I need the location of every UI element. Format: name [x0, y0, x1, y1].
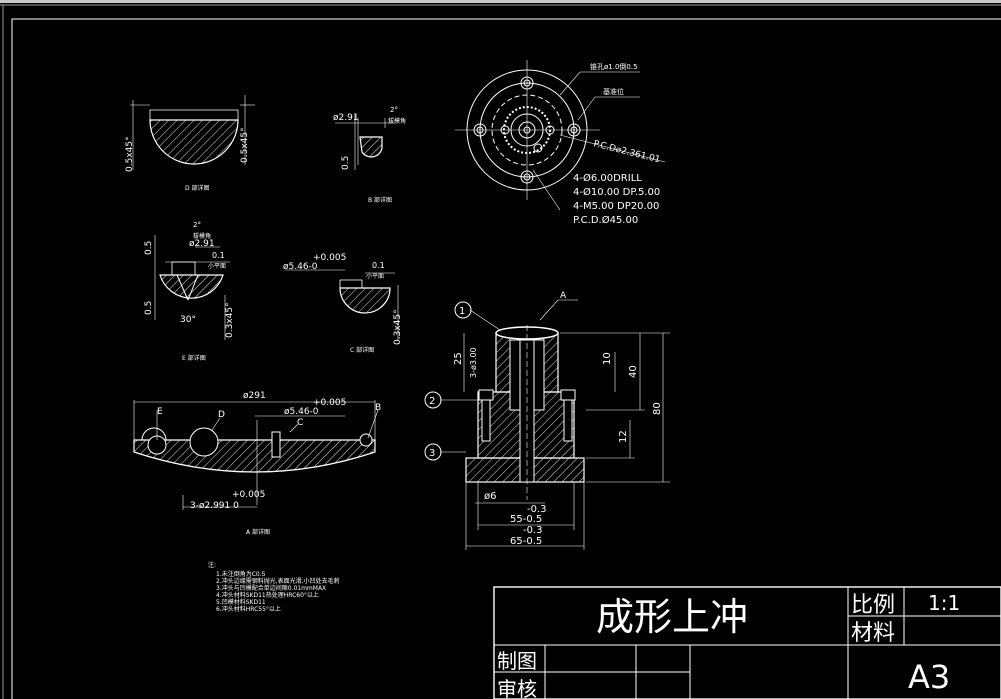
c-dim-01: 0.1 [372, 261, 385, 270]
c-dim-dia: ø5.46-0 [283, 262, 318, 272]
a-dim-tol: +0.005 [313, 398, 346, 408]
a-dim-dia: ø5.46-0 [284, 407, 319, 417]
sec-dim-12: 12 [618, 430, 629, 443]
e-dim-30: 30° [180, 315, 196, 325]
notes-line-4: 4.冲头材料SKD11热处理HRC60°以上 [216, 591, 319, 599]
notes-line-5: 5.凹模材料SKD11 [216, 598, 266, 606]
notes-block: 注: 1.未注倒角为C0.5 2.冲头边缘需钢料抛光,表面光滑,小凹处去毛刺 3… [208, 561, 340, 613]
a-bottom-tol: +0.005 [232, 490, 265, 500]
top-pcd-small: P.C.D⌀2.361.01 [592, 139, 661, 165]
sec-dim-10: 10 [602, 352, 613, 365]
e-dim-sub: 小平面 [208, 262, 226, 270]
d-dim-right: 0.5x45° [240, 127, 250, 163]
a-caption: A 部详图 [246, 528, 270, 536]
c-dim-tol: +0.005 [313, 253, 346, 263]
a-label-e: E [157, 407, 163, 417]
part-name: 成形上冲 [596, 595, 748, 639]
section-view: A 1 2 3 25 3-ø3.00 10 40 80 12 ø6 -0.3 5… [424, 291, 670, 550]
e-dim-dia: ø2.91 [189, 239, 215, 249]
title-block: 成形上冲 比例 1:1 材料 制图 审核 A3 [493, 586, 1001, 699]
notes-line-6: 6.冲头材料HRC55°以上 [216, 605, 281, 613]
a-label-c: C [297, 418, 303, 428]
e-dim-note: 拔模角 [193, 232, 211, 240]
notes-line-1: 1.未注倒角为C0.5 [216, 570, 266, 578]
drawn-label: 制图 [497, 649, 537, 673]
top-note-3: 4-M5.00 DP20.00 [573, 201, 659, 212]
e-caption: E 部详图 [182, 354, 206, 362]
window-top-bar [0, 0, 1001, 3]
sec-dim-03b: -0.3 [523, 525, 543, 536]
c-dim-sub: 小平面 [366, 272, 384, 280]
top-note-2: 4-Ø10.00 DP.5.00 [573, 186, 660, 198]
sec-dim-55: 55-0.5 [510, 514, 542, 525]
detail-a: ø291 +0.005 ø5.46-0 E D C B +0.005 3-ø2.… [133, 391, 381, 536]
top-note-1: 4-Ø6.00DRILL [573, 172, 642, 184]
a-dim-291: ø291 [243, 391, 266, 401]
b-dim-05: 0.5 [341, 156, 351, 170]
check-label: 审核 [497, 677, 537, 699]
scale-value: 1:1 [928, 591, 960, 615]
sec-dim-40: 40 [628, 365, 639, 378]
detail-e: 2° 拔模角 ø2.91 0.1 小平面 0.5 0.5 30° 0.3x45°… [144, 221, 235, 362]
e-dim-01: 0.1 [212, 251, 225, 260]
c-caption: C 部详图 [350, 346, 374, 354]
e-dim-chamfer: 0.3x45° [225, 302, 235, 338]
sec-dim-25: 25 [453, 352, 464, 365]
a-bottom-dim: 3-ø2.991 0 [190, 501, 239, 511]
drawing-border [11, 18, 1001, 699]
d-caption: D 部详图 [185, 184, 210, 192]
sec-dim-80: 80 [652, 402, 663, 415]
e-dim-angle: 2° [193, 221, 201, 229]
sec-dim-65: 65-0.5 [510, 536, 542, 547]
detail-d: 0.5x45° 0.5x45° D 部详图 [125, 95, 255, 192]
detail-c: +0.005 ø5.46-0 0.1 小平面 0.3x45° C 部详图 [283, 253, 403, 354]
top-callout-2: 基准位 [603, 87, 624, 96]
top-note-4: P.C.D.Ø45.00 [573, 214, 638, 226]
b-dim-note: 拔模角 [388, 117, 406, 125]
sec-balloon-3: 3 [429, 448, 435, 459]
scale-label: 比例 [851, 593, 895, 618]
sec-dim-phi6: ø6 [484, 491, 496, 502]
sec-balloon-1: 1 [459, 306, 465, 317]
a-label-b: B [375, 403, 381, 413]
c-dim-chamfer: 0.3x45° [393, 309, 403, 345]
top-callout-1: 锥孔ø1.0倒0.5 [590, 62, 638, 71]
d-dim-left: 0.5x45° [125, 136, 135, 172]
b-dim-dia: ø2.91 [333, 113, 359, 123]
sec-balloon-2: 2 [429, 396, 435, 407]
notes-line-3: 3.冲头与凹模配合单边间隙0.01mmMAX [216, 584, 326, 592]
e-dim-05a: 0.5 [144, 241, 154, 255]
detail-b: ø2.91 2° 拔模角 0.5 B 部详图 [333, 106, 406, 204]
top-view: 锥孔ø1.0倒0.5 基准位 P.C.D⌀2.361.01 4-Ø6.00DRI… [455, 60, 666, 226]
sec-dim-03a: -0.3 [527, 504, 547, 515]
notes-line-2: 2.冲头边缘需钢料抛光,表面光滑,小凹处去毛刺 [216, 577, 340, 585]
a-label-d: D [218, 410, 225, 420]
sec-dim-3hole: 3-ø3.00 [469, 347, 478, 378]
e-dim-05b: 0.5 [144, 301, 154, 315]
b-dim-angle: 2° [390, 106, 398, 114]
notes-heading: 注: [208, 561, 216, 569]
sec-label-a: A [560, 291, 567, 301]
sheet-size: A3 [908, 658, 950, 696]
b-caption: B 部详图 [368, 196, 392, 204]
material-label: 材料 [851, 621, 895, 646]
